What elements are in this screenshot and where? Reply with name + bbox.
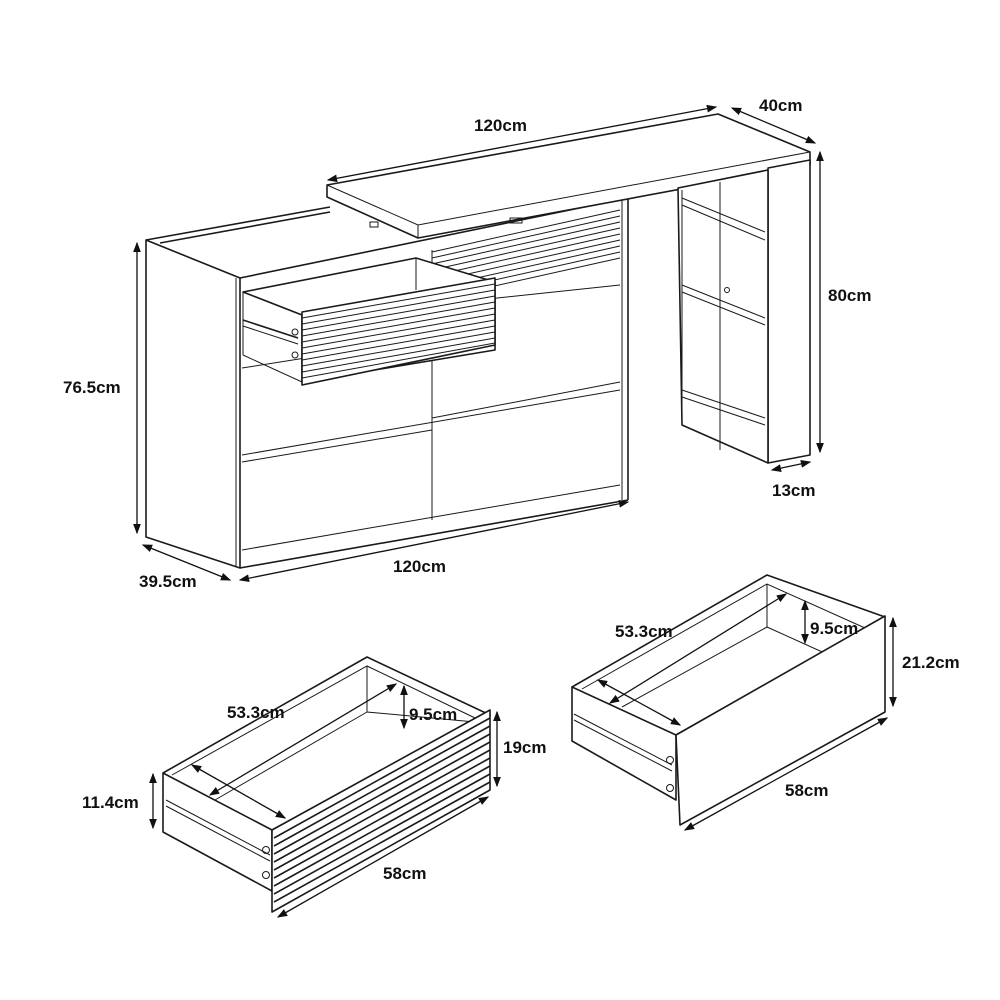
dim-top-width: 120cm	[474, 116, 527, 135]
dim-shelf-depth: 13cm	[772, 481, 816, 500]
dim-small-inner-length: 53.3cm	[227, 703, 285, 722]
dim-small-front-height: 19cm	[503, 738, 547, 757]
dim-top-depth: 40cm	[759, 96, 803, 115]
dim-small-front-width: 58cm	[383, 864, 427, 883]
dim-small-inner-height: 9.5cm	[409, 705, 458, 724]
dim-large-front-width: 58cm	[785, 781, 829, 800]
dim-large-inner-height: 9.5cm	[810, 619, 859, 638]
dim-cabinet-height: 76.5cm	[63, 378, 121, 397]
open-drawer	[242, 257, 496, 386]
dim-small-side-height: 11.4cm	[82, 793, 139, 812]
dim-cabinet-width: 120cm	[393, 557, 446, 576]
dim-cabinet-depth: 39.5cm	[139, 572, 197, 591]
main-cabinet	[133, 104, 824, 583]
dim-total-height: 80cm	[828, 286, 872, 305]
side-shelf	[677, 159, 811, 464]
large-drawer	[571, 574, 897, 831]
small-drawer	[149, 656, 501, 918]
dim-large-front-height: 21.2cm	[902, 653, 960, 672]
dim-large-inner-length: 53.3cm	[615, 622, 673, 641]
